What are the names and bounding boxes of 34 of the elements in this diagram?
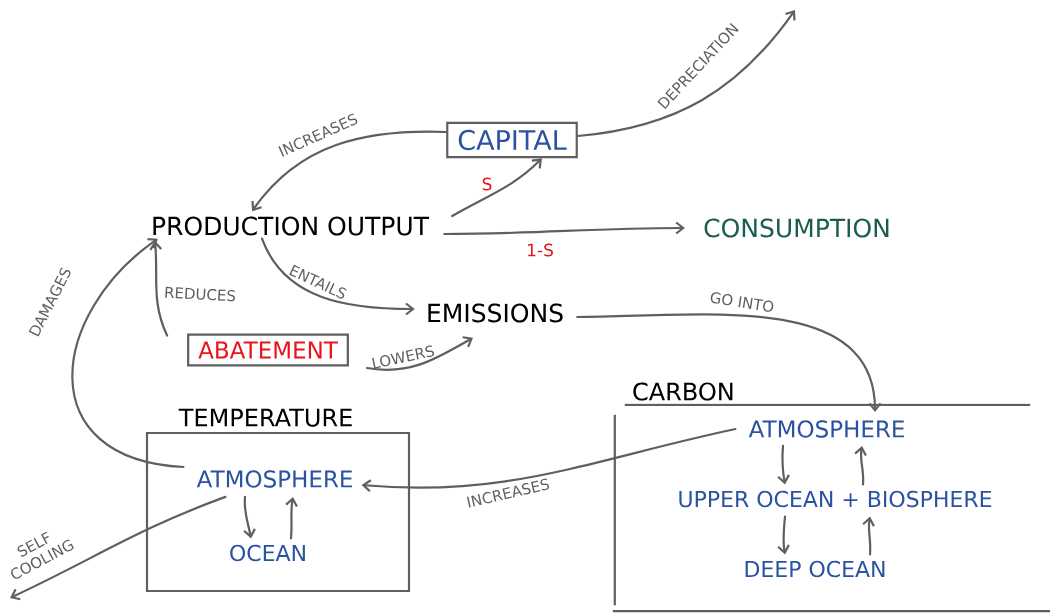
edge-label: LOWERS: [372, 345, 435, 369]
arrow: [862, 516, 875, 556]
abatement-box: ABATEMENT: [187, 333, 349, 367]
arrow: [285, 496, 298, 540]
capital-box: CAPITAL: [446, 121, 578, 159]
arrow: [451, 158, 542, 218]
edge-label: REDUCES: [165, 286, 235, 302]
arrow: [576, 10, 796, 138]
node-label: OCEAN: [230, 544, 305, 562]
arrow: [71, 238, 185, 469]
arrow: [365, 336, 473, 371]
edge-label: 1-S: [528, 243, 553, 257]
arrow: [243, 495, 256, 539]
edge-label: GO INTO: [710, 292, 774, 312]
arrow: [149, 240, 169, 337]
node-label: DEEP OCEAN: [745, 560, 885, 578]
node-label: UPPER OCEAN + BIOSPHERE: [679, 490, 992, 508]
arrow: [260, 237, 415, 316]
arrow: [10, 495, 227, 601]
arrow: [576, 313, 882, 413]
panel-heading: TEMPERATURE: [178, 408, 352, 427]
node-label: CONSUMPTION: [704, 218, 889, 238]
node-label: PRODUCTION OUTPUT: [153, 216, 430, 236]
arrow: [854, 445, 867, 486]
panel-heading: CARBON: [633, 382, 733, 401]
edge-label: S: [482, 177, 492, 191]
arrow: [777, 444, 790, 485]
node-label: ATMOSPHERE: [748, 420, 904, 438]
arrow: [443, 221, 685, 236]
arrow: [361, 427, 737, 493]
node-label: ATMOSPHERE: [196, 470, 352, 488]
node-label: EMISSIONS: [428, 303, 563, 323]
arrow: [777, 515, 790, 555]
arrow: [251, 130, 448, 212]
